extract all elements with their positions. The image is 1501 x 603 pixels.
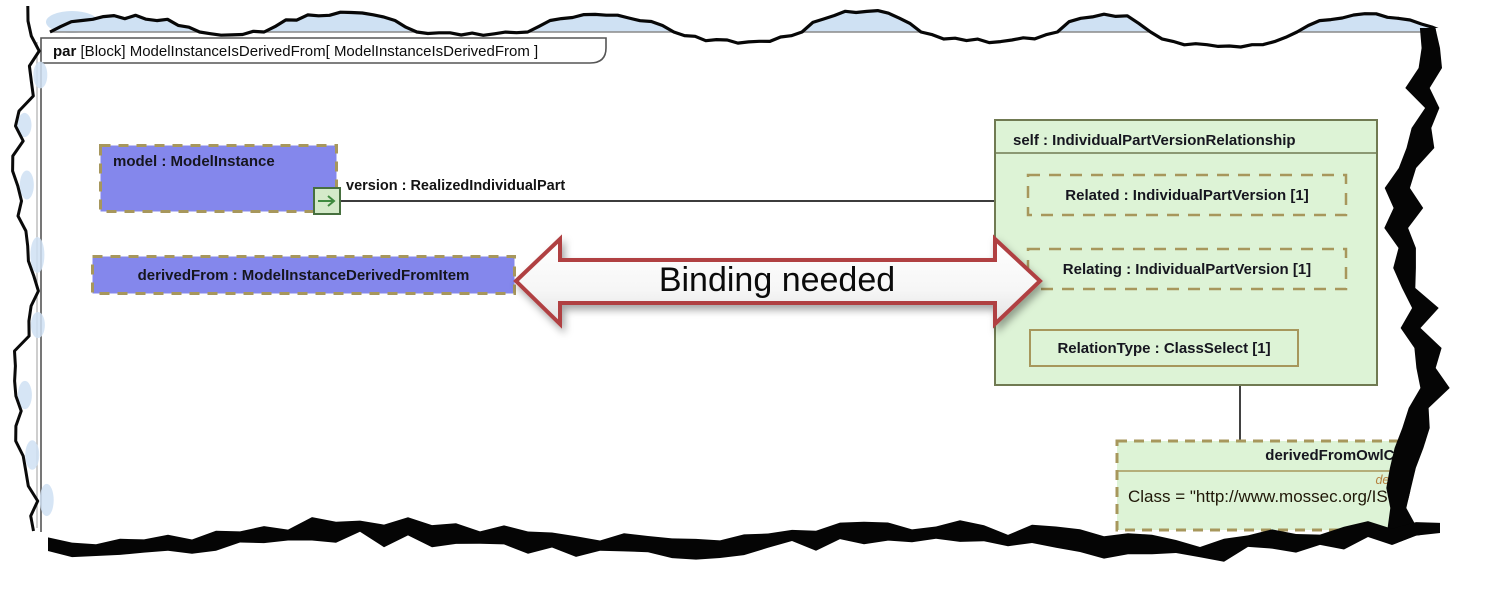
part-relationtype-box[interactable] (1029, 329, 1299, 367)
derived-from-part-box[interactable] (91, 255, 516, 295)
owl-class-box[interactable] (1115, 439, 1432, 532)
binding-needed-arrow[interactable] (513, 234, 1043, 329)
relationship-block[interactable] (994, 119, 1378, 386)
model-part-box[interactable] (99, 144, 338, 213)
port-arrow-icon (318, 195, 336, 207)
part-related-box[interactable] (1026, 173, 1348, 217)
